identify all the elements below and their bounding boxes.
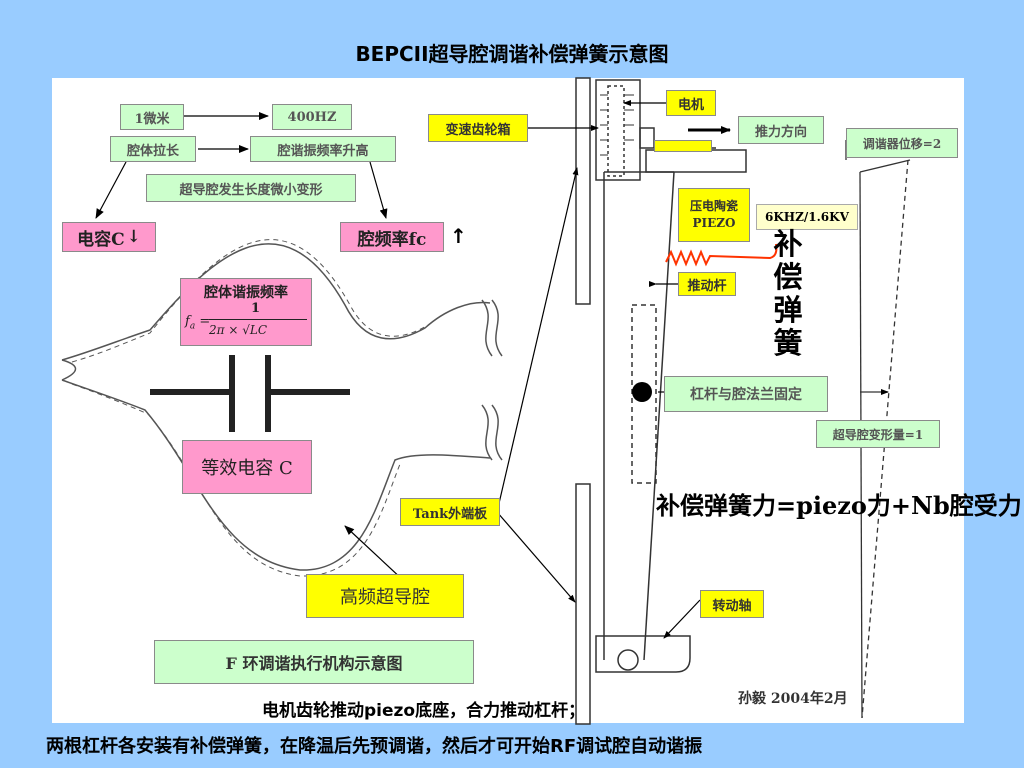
formula-box: 腔体谐振频率 fa = 1 2π × √LC: [180, 278, 312, 346]
cavity-outline-lower: [61, 379, 491, 571]
label-pivot-shaft: 转动轴: [700, 590, 764, 618]
label-tuner-displacement: 调谐器位移=2: [846, 128, 958, 158]
spring-char-1: 补: [773, 227, 803, 261]
down-arrow-icon: ↓: [126, 227, 141, 247]
callout-arrows: [496, 100, 716, 639]
force-equation: 补偿弹簧力=piezo力+Nb腔受力: [656, 491, 1022, 520]
beam-pipe-left: [61, 359, 77, 381]
compensation-spring: [665, 243, 778, 267]
label-push-rod: 推动杆: [678, 272, 736, 296]
label-compensation-spring-vertical: 补 偿 弹 簧: [766, 228, 810, 360]
cavity-outline-dashed: [71, 239, 429, 363]
up-arrow-icon: ↑: [450, 224, 467, 248]
formula-f: f: [185, 314, 190, 329]
label-freq-rise: 腔谐振频率升高: [250, 136, 396, 162]
label-length-change: 超导腔发生长度微小变形: [146, 174, 356, 202]
lever-pivot-dot: [632, 382, 652, 402]
formula-lhs: fa =: [185, 314, 210, 332]
formula-denominator: 2π × √LC: [209, 323, 268, 337]
label-cavity-frequency: 腔频率fc: [340, 222, 444, 252]
formula-numerator: 1: [251, 301, 261, 316]
formula-sub: a: [189, 321, 196, 332]
formula-fraction-bar: [209, 319, 307, 320]
label-cavity-stretch: 腔体拉长: [110, 136, 196, 162]
label-piezo: 压电陶瓷 PIEZO: [678, 188, 750, 242]
break-mark-upper: [481, 299, 503, 357]
note-line-2: 两根杠杆各安装有补偿弹簧，在降温后先预调谐，然后才可开始RF调试腔自动谐振: [46, 736, 703, 757]
formula-equals: =: [199, 314, 211, 329]
formula-title: 腔体谐振频率: [204, 285, 288, 301]
slide-title: BEPCII超导腔调谐补偿弹簧示意图: [355, 42, 669, 66]
spring-char-2: 偿: [773, 260, 803, 294]
spring-char-3: 弹: [773, 293, 803, 327]
capacitor-symbol: [150, 355, 350, 432]
label-capacitance: 电容C ↓: [62, 222, 156, 252]
label-400hz: 400HZ: [272, 104, 352, 130]
cavity-outline: [61, 243, 491, 361]
label-gearbox: 变速齿轮箱: [428, 114, 528, 142]
label-cavity-deformation: 超导腔变形量=1: [816, 420, 940, 448]
cavity-outline-dashed-lower: [71, 383, 401, 577]
label-tank-plate: Tank外端板: [400, 498, 500, 526]
piezo-base: [654, 140, 712, 152]
label-f-ring: F 环调谐执行机构示意图: [154, 640, 474, 684]
spring-char-4: 簧: [773, 326, 803, 360]
break-mark-lower: [481, 404, 503, 461]
capacitance-text: 电容C: [77, 229, 125, 250]
label-thrust-direction: 推力方向: [738, 116, 824, 144]
flow-arrows: [95, 112, 419, 595]
label-hf-cavity: 高频超导腔: [306, 574, 464, 618]
note-line-1: 电机齿轮推动piezo底座，合力推动杠杆；: [262, 701, 586, 721]
label-equivalent-capacitor: 等效电容 C: [182, 440, 312, 494]
label-piezo-spec: 6KHZ/1.6KV: [756, 204, 858, 230]
label-1-micron: 1微米: [120, 104, 184, 130]
label-lever-fixed: 杠杆与腔法兰固定: [664, 376, 828, 412]
tuner-structure: [575, 77, 747, 725]
label-motor: 电机: [666, 90, 716, 116]
author-date: 孙毅 2004年2月: [738, 691, 848, 707]
gear-teeth: [600, 94, 634, 156]
